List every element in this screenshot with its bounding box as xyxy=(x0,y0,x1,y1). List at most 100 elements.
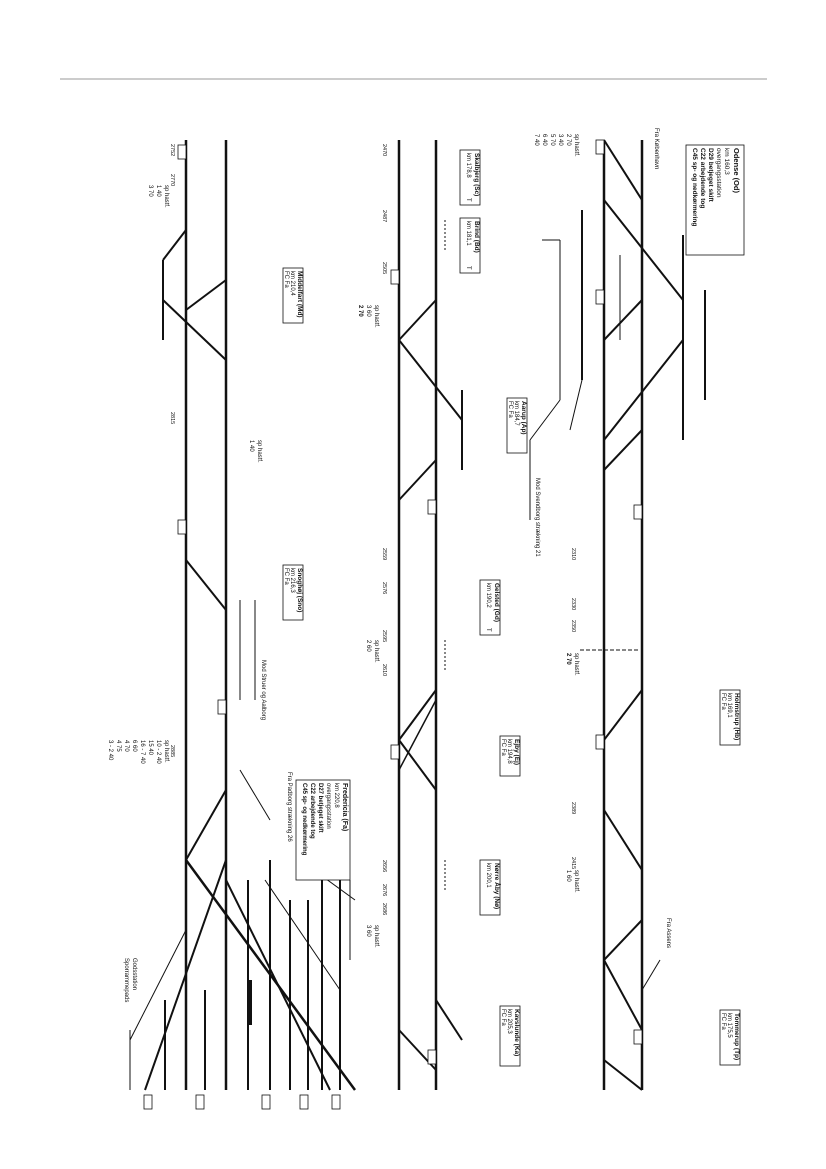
speed-tables: sp hastf. 2 70 3 40 5 70 6 40 7 40 sp ha… xyxy=(107,134,579,948)
svg-text:2487: 2487 xyxy=(381,210,387,222)
station-boxes xyxy=(282,144,745,1067)
svg-text:overgangsstation: overgangsstation xyxy=(715,148,722,198)
svg-text:16 - 7 40: 16 - 7 40 xyxy=(139,740,145,764)
svg-text:3 70: 3 70 xyxy=(147,185,153,197)
svg-text:3 - 2 40: 3 - 2 40 xyxy=(107,740,113,761)
table-fa-head: sp hastf. xyxy=(163,740,169,763)
svg-text:3 40: 3 40 xyxy=(557,134,563,146)
svg-text:km 169,1: km 169,1 xyxy=(726,693,732,718)
svg-text:2752: 2752 xyxy=(169,144,175,156)
svg-text:4 70: 4 70 xyxy=(123,740,129,752)
station-odense-km: km 160,3 xyxy=(723,148,730,175)
svg-text:2 60: 2 60 xyxy=(365,640,371,652)
svg-text:2 70: 2 70 xyxy=(357,305,363,317)
svg-text:2505: 2505 xyxy=(381,262,387,274)
svg-text:km 210,4: km 210,4 xyxy=(289,271,295,296)
table-bd-head: sp hastf. xyxy=(373,305,379,328)
svg-text:km 205,3: km 205,3 xyxy=(506,1009,512,1034)
svg-text:1 60: 1 60 xyxy=(565,870,571,882)
note-mod-struer: Mod Struer og Aalborg xyxy=(260,660,266,720)
station-fredericia-name: Fredericia (Fa) xyxy=(341,783,348,831)
svg-text:2595: 2595 xyxy=(381,630,387,642)
svg-text:T: T xyxy=(485,628,491,632)
svg-text:FC Fa: FC Fa xyxy=(720,1013,726,1030)
svg-text:FC Fa: FC Fa xyxy=(283,568,289,585)
svg-text:1 40: 1 40 xyxy=(155,185,161,197)
svg-text:2 70: 2 70 xyxy=(565,653,571,665)
station-odense-name: Odense (Od) xyxy=(732,148,741,194)
svg-text:4 75: 4 75 xyxy=(115,740,121,752)
table-tp-head: sp hastf. xyxy=(573,870,579,893)
svg-text:3 60: 3 60 xyxy=(365,305,371,317)
diagram-odense-tommerup xyxy=(529,139,706,1091)
svg-text:T: T xyxy=(465,266,471,270)
svg-text:2330: 2330 xyxy=(570,598,576,610)
svg-text:2576: 2576 xyxy=(381,582,387,594)
svg-text:C45 sp- og nedkørmering: C45 sp- og nedkørmering xyxy=(301,783,307,856)
svg-text:2610: 2610 xyxy=(381,664,387,676)
svg-text:2415: 2415 xyxy=(570,857,576,869)
station-tommerup-name: Tommerup (Tp) xyxy=(733,1013,740,1060)
svg-text:6 40: 6 40 xyxy=(541,134,547,146)
station-labels: Odense (Od) km 160,3 overgangsstation D2… xyxy=(283,148,741,1060)
table-hb-head: sp hastf. xyxy=(573,653,579,676)
svg-text:D27 betjeget skift: D27 betjeget skift xyxy=(317,783,323,833)
station-kavslunde-name: Kavslunde (Ka) xyxy=(513,1009,520,1056)
svg-text:km 190,2: km 190,2 xyxy=(485,583,491,608)
route-notes: Fra København Fra Assens Fra Padborg str… xyxy=(123,128,671,1002)
svg-text:km 181,1: km 181,1 xyxy=(465,221,471,246)
svg-text:D29 betjeget skift: D29 betjeget skift xyxy=(707,148,714,203)
svg-text:2686: 2686 xyxy=(381,903,387,915)
svg-text:FC Fa: FC Fa xyxy=(507,401,513,418)
svg-text:FC Fa: FC Fa xyxy=(283,271,289,288)
svg-text:2815: 2815 xyxy=(169,412,175,424)
svg-text:overgangsstation: overgangsstation xyxy=(325,783,331,829)
svg-text:10 - 2 40: 10 - 2 40 xyxy=(155,740,161,764)
table-od-head: sp hastf. xyxy=(573,134,579,157)
table-ka-head: sp hastf. xyxy=(373,925,379,948)
svg-text:T: T xyxy=(465,198,471,202)
svg-text:2885: 2885 xyxy=(169,745,175,757)
note-sporrammer: Sporrammepads xyxy=(123,958,129,1002)
svg-text:km 184,7: km 184,7 xyxy=(513,401,519,426)
svg-text:km 175,5: km 175,5 xyxy=(726,1013,732,1038)
svg-text:1 40: 1 40 xyxy=(248,440,254,452)
station-skalbjerg-name: Skalbjerg (Sc) xyxy=(473,153,480,196)
note-fra-padborg: Fra Padborg strækning 26 xyxy=(286,772,292,842)
svg-text:6 60: 6 60 xyxy=(131,740,137,752)
svg-text:2 70: 2 70 xyxy=(565,134,571,146)
station-brind-name: Brind (Bd) xyxy=(473,221,480,253)
km-markers: 2310 2330 2350 2389 2415 2470 2487 2505 … xyxy=(169,144,576,915)
svg-text:C45 sp- og nedkørmering: C45 sp- og nedkørmering xyxy=(691,148,698,226)
diagram-middelfart-fredericia xyxy=(129,140,357,1091)
table-sm-head: sp hastf. xyxy=(256,440,262,463)
svg-text:km 178,8: km 178,8 xyxy=(465,153,471,178)
signal-markers xyxy=(143,139,643,1110)
station-norre-aby-name: Nørre Åby (Nø) xyxy=(493,863,502,909)
station-ejby-name: Ejby (Ej) xyxy=(513,739,520,765)
svg-text:2470: 2470 xyxy=(381,144,387,156)
svg-text:C22 arbejdende tog: C22 arbejdende tog xyxy=(309,783,315,839)
svg-text:2770: 2770 xyxy=(169,174,175,186)
svg-text:5 70: 5 70 xyxy=(549,134,555,146)
svg-text:2389: 2389 xyxy=(570,802,576,814)
diagram-skalbjerg-kavslunde xyxy=(397,140,463,1090)
svg-text:FC Fa: FC Fa xyxy=(500,739,506,756)
note-mod-svendborg: Mod Svendborg strækning 21 xyxy=(534,478,540,557)
svg-text:km 216,3: km 216,3 xyxy=(289,568,295,593)
station-aarup-name: Aarup (Ap) xyxy=(520,401,527,435)
svg-text:km 194,8: km 194,8 xyxy=(506,739,512,764)
note-godsstation: Godsstation xyxy=(131,958,137,990)
station-middelfart-name: Middelfart (Md) xyxy=(296,271,303,318)
svg-text:15 40: 15 40 xyxy=(147,740,153,756)
svg-text:2310: 2310 xyxy=(570,548,576,560)
svg-text:7 40: 7 40 xyxy=(533,134,539,146)
svg-text:2559: 2559 xyxy=(381,548,387,560)
note-fra-kobenhavn: Fra København xyxy=(653,128,659,169)
svg-text:C22 arbejdende tog: C22 arbejdende tog xyxy=(699,148,706,208)
table-gd-head: sp hastf. xyxy=(373,640,379,663)
svg-text:3 60: 3 60 xyxy=(365,925,371,937)
svg-text:2676: 2676 xyxy=(381,884,387,896)
station-gelsted-name: Gelsted (Gd) xyxy=(493,583,500,622)
